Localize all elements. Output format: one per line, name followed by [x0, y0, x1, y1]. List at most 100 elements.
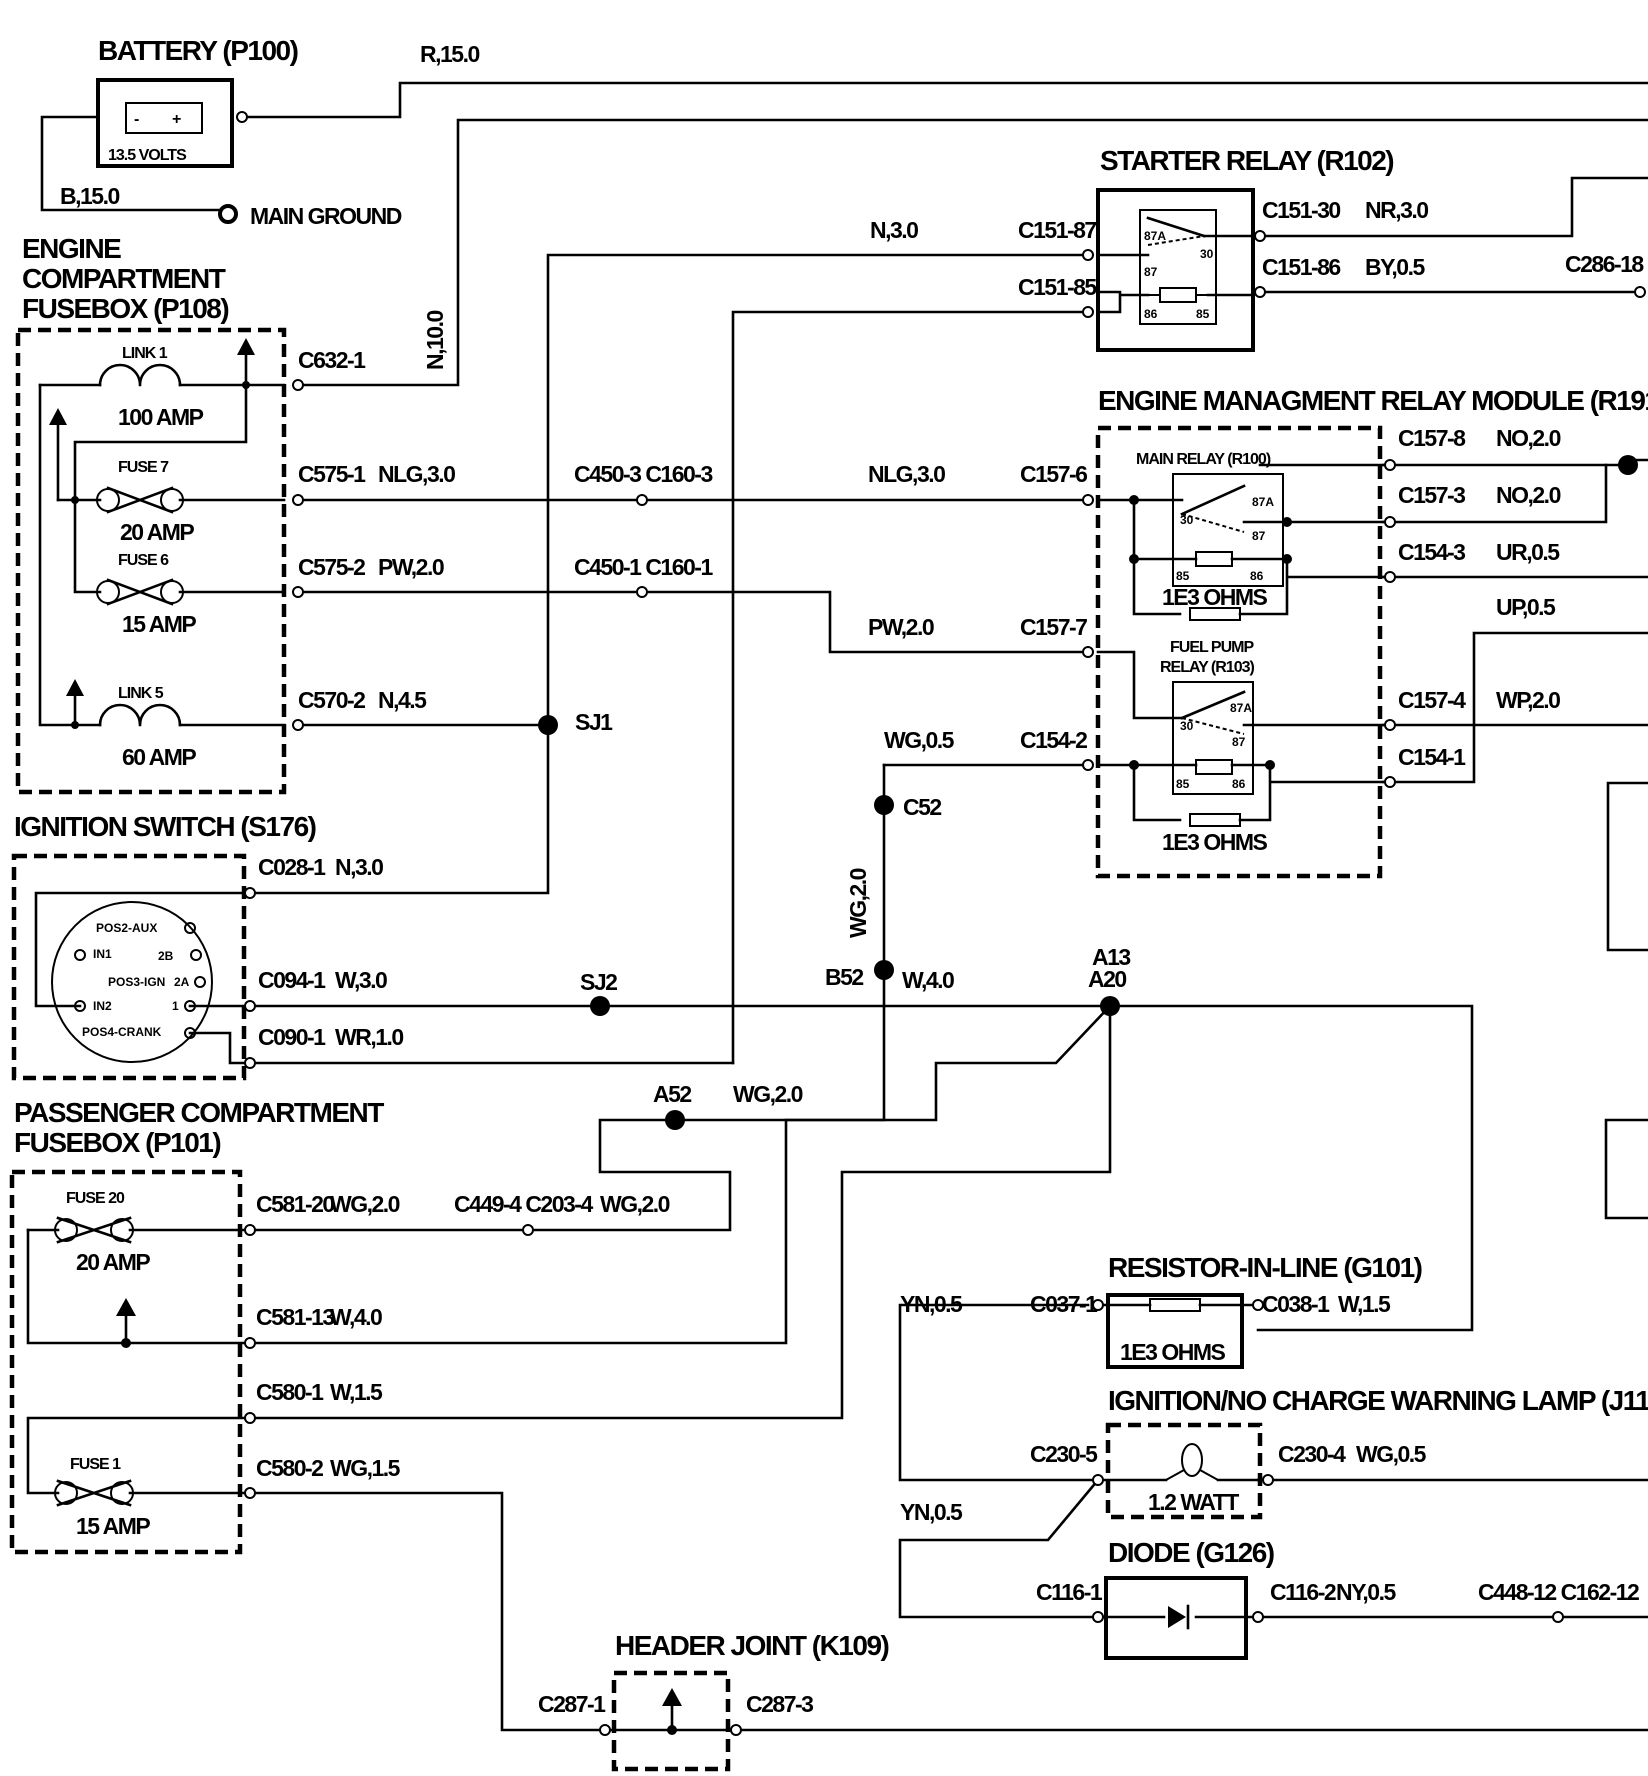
header-joint-outline	[611, 1670, 731, 1772]
starter-relay-internal	[1096, 234, 1255, 314]
c154-2-terminal	[1082, 759, 1094, 771]
fuse7-symbol	[106, 486, 174, 514]
b52-label: B52	[825, 964, 863, 990]
wire-label-wp20: WP,2.0	[1496, 687, 1560, 713]
wire-label-no20-a: NO,2.0	[1496, 425, 1561, 451]
c157-4-label: C157-4	[1398, 687, 1466, 713]
fp-junction-2	[1265, 760, 1275, 770]
relay-module-title: ENGINE MANAGMENT RELAY MODULE (R191)	[1098, 385, 1648, 416]
main-relay-pin-30: 30	[1180, 513, 1194, 527]
starter-pin-30: 30	[1200, 247, 1214, 261]
in1-contact	[74, 949, 86, 961]
engine-fusebox-title-2: COMPARTMENT	[22, 263, 226, 294]
c151-87-label: C151-87	[1018, 217, 1096, 243]
wire-w40-fuse20	[248, 1004, 1112, 1345]
ignition-switch-body	[51, 901, 213, 1063]
c287-1-terminal	[599, 1724, 611, 1736]
ignition-switch: IGNITION SWITCH (S176) POS2-AUX IN1 2B P…	[11, 811, 405, 1081]
engine-fusebox: ENGINE COMPARTMENT FUSEBOX (P108) LINK 1…	[15, 233, 457, 795]
c575-2-label: C575-2	[298, 554, 365, 580]
c028-1-terminal	[244, 887, 256, 899]
arrow-up-icon	[49, 408, 67, 425]
c028-1-label: C028-1	[258, 854, 326, 880]
wire-right-box-2	[1604, 1118, 1648, 1220]
c154-3-terminal	[1384, 571, 1396, 583]
c094-1-terminal	[244, 1000, 256, 1012]
fp-relay-pin-30: 30	[1180, 719, 1194, 733]
wire-label-ny05: NY,0.5	[1336, 1579, 1396, 1605]
bus-wire	[73, 383, 248, 502]
c632-1-label: C632-1	[298, 347, 366, 373]
header-joint-junction	[667, 1725, 677, 1735]
passenger-fusebox-outline	[9, 1169, 243, 1555]
starter-relay-box	[1096, 188, 1255, 352]
wire-label-no20-b: NO,2.0	[1496, 482, 1561, 508]
main-relay-pin-85: 85	[1176, 569, 1190, 583]
a52-label: A52	[653, 1081, 691, 1107]
c151-30-label: C151-30	[1262, 197, 1340, 223]
wire-wg20-fuse20	[248, 1118, 732, 1232]
c286-18-terminal	[1634, 286, 1646, 298]
wire-wg20-vert	[673, 763, 886, 1122]
main-relay-label: MAIN RELAY (R100)	[1136, 451, 1271, 468]
wire-label-wg05-b: WG,0.5	[1356, 1441, 1427, 1467]
in2-contact	[74, 1000, 86, 1012]
c581-13-label: C581-13	[256, 1304, 334, 1330]
c151-30-terminal	[1254, 230, 1266, 242]
resistor-1-symbol	[1189, 607, 1241, 621]
c157-6-label: C157-6	[1020, 461, 1087, 487]
fuel-pump-relay-coil	[1195, 759, 1233, 775]
c286-18-label: C286-18	[1565, 251, 1644, 277]
wire-label-nr30: NR,3.0	[1365, 197, 1428, 223]
main-relay-coil	[1195, 551, 1233, 567]
c154-1-terminal	[1384, 776, 1396, 788]
warning-lamp-rating: 1.2 WATT	[1148, 1489, 1239, 1515]
c575-1-label: C575-1	[298, 461, 366, 487]
warning-lamp-outline	[1105, 1422, 1263, 1520]
c157-3-terminal	[1384, 516, 1396, 528]
wire-r15	[240, 81, 1648, 119]
lamp-filament	[1165, 1469, 1219, 1481]
c157-8-label: C157-8	[1398, 425, 1466, 451]
wire-label-wg20-a: WG,2.0	[733, 1081, 803, 1107]
c287-3-label: C287-3	[746, 1691, 813, 1717]
fuel-pump-relay-label-1: FUEL PUMP	[1170, 639, 1254, 656]
battery-box	[96, 78, 234, 168]
wire-n10	[296, 118, 1648, 387]
fuse1-name: FUSE 1	[70, 1456, 121, 1473]
inline-connectors: C450-3 C160-3 C450-1 C160-1 SJ1 N,3.0 NL…	[538, 217, 947, 735]
link5-symbol	[98, 703, 182, 727]
c116-1-label: C116-1	[1036, 1579, 1103, 1605]
starter-relay-coil	[1159, 287, 1197, 303]
c154-1-label: C154-1	[1398, 744, 1466, 770]
starter-pin-87: 87	[1144, 265, 1158, 279]
starter-pin-86: 86	[1144, 307, 1158, 321]
c230-5-terminal	[1092, 1474, 1104, 1486]
c151-85-label: C151-85	[1018, 274, 1097, 300]
ignition-switch-internal	[34, 891, 252, 1065]
fp-junction-1	[1129, 760, 1139, 770]
fuse20-symbol	[56, 1216, 132, 1244]
main-ground-label: MAIN GROUND	[250, 203, 402, 229]
c287-3-terminal	[730, 1724, 742, 1736]
wire-label-n30-b: N,3.0	[335, 854, 383, 880]
c52-label: C52	[903, 794, 941, 820]
passenger-fusebox-title-2: FUSEBOX (P101)	[14, 1127, 220, 1158]
header-joint: HEADER JOINT (K109) C287-1 C287-3	[538, 1630, 890, 1772]
fuel-pump-relay-contact	[1181, 717, 1245, 735]
c094-1-label: C094-1	[258, 967, 326, 993]
fuse6-symbol	[106, 578, 174, 606]
fuse1-rating: 15 AMP	[76, 1513, 150, 1539]
main-relay-pin-87: 87	[1252, 529, 1266, 543]
link1-symbol	[98, 363, 182, 387]
starter-relay-title: STARTER RELAY (R102)	[1100, 145, 1393, 176]
wire-label-wg15: WG,1.5	[330, 1455, 401, 1481]
fp-relay-internal	[1096, 650, 1385, 822]
c450-3-terminal	[636, 494, 648, 506]
arrow-up-icon	[116, 1298, 136, 1316]
pos2-label: POS2-AUX	[96, 921, 157, 935]
pfb-junction	[121, 1338, 131, 1348]
resistor-inline-box	[1106, 1293, 1244, 1369]
c580-1-label: C580-1	[256, 1379, 324, 1405]
wire-no20-a	[1381, 458, 1648, 467]
